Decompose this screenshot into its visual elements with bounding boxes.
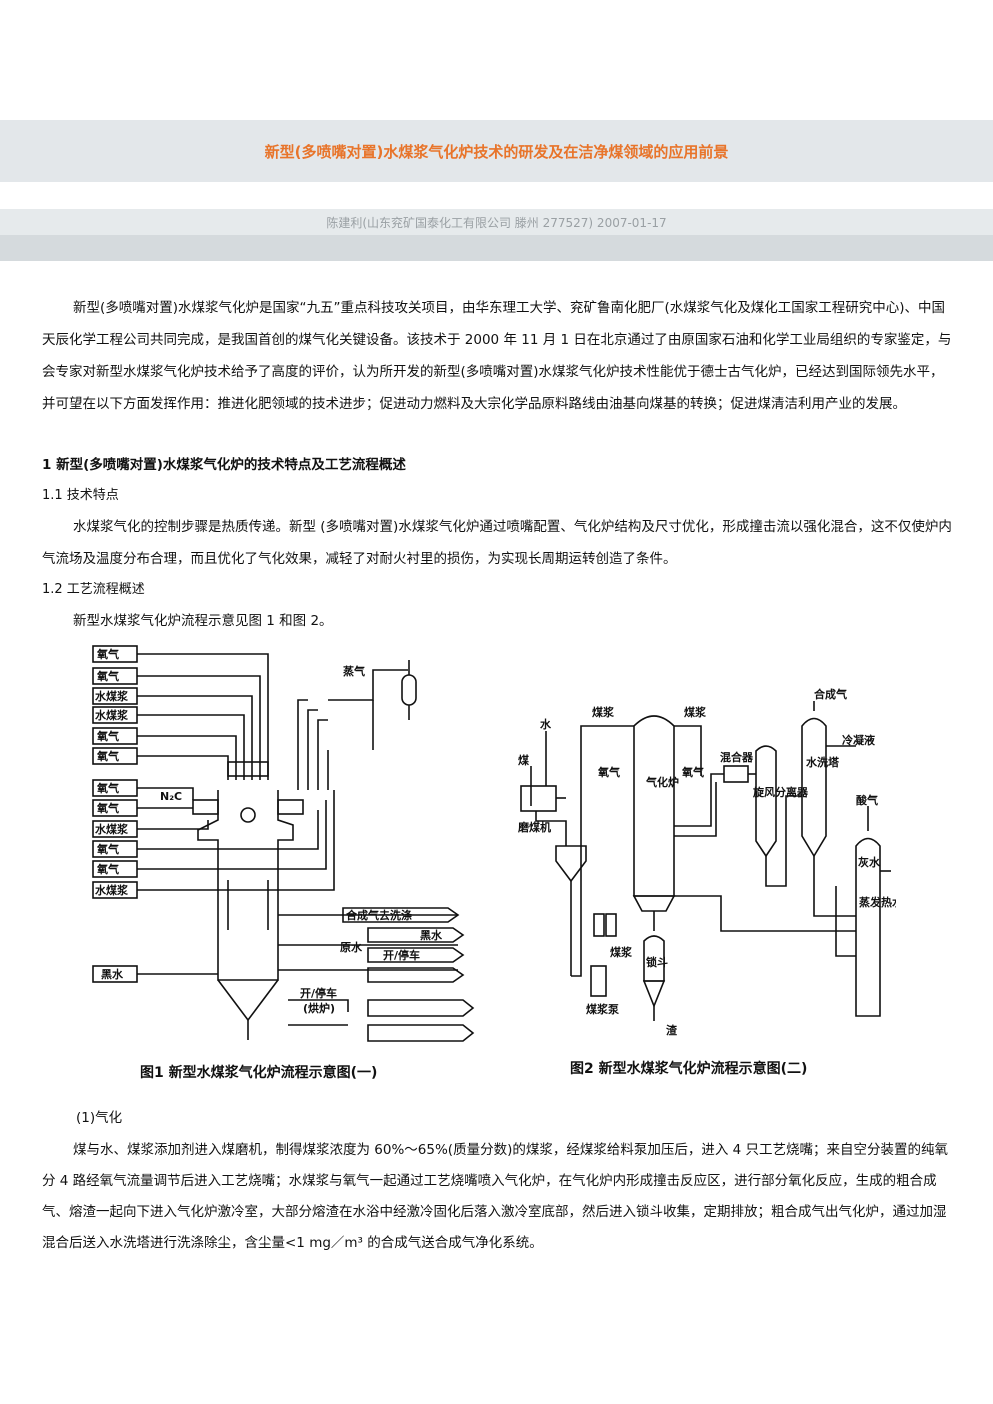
- fig2-slurry-pump-label: 煤浆泵: [586, 1002, 619, 1016]
- fig1-input-1: 氧气: [96, 647, 119, 661]
- paragraph-figure-ref: 新型水煤浆气化炉流程示意见图 1 和图 2。: [73, 613, 333, 629]
- section-heading-1: 1 新型(多喷嘴对置)水煤浆气化炉的技术特点及工艺流程概述: [42, 457, 406, 473]
- fig2-ash-water-label: 灰水: [858, 855, 881, 869]
- paragraph-intro: 新型(多喷嘴对置)水煤浆气化炉是国家“九五”重点科技攻关项目，由华东理工大学、兖…: [42, 300, 952, 412]
- figure-1-caption: 图1 新型水煤浆气化炉流程示意图(一): [140, 1065, 378, 1081]
- fig1-steam-label: 蒸气: [343, 664, 365, 678]
- meta-band-top: [0, 209, 993, 235]
- fig2-cyclone-label: 旋风分离器: [752, 785, 809, 799]
- figure-1-diagram: 氧气 氧气 水煤浆 水煤浆 氧气 氧气 氧气 氧气 水煤浆 氧气 氧气 水煤浆 …: [92, 645, 475, 1042]
- fig2-water-label: 水: [540, 717, 552, 731]
- fig2-mill-label: 磨煤机: [517, 820, 551, 834]
- fig1-input-5: 氧气: [96, 729, 119, 743]
- fig2-syngas-label: 合成气: [814, 687, 847, 701]
- fig2-evaporator-label: 蒸发热水塔: [859, 895, 896, 909]
- fig2-slurry-left-label: 煤浆: [592, 705, 615, 719]
- fig2-acid-gas-label: 酸气: [856, 793, 878, 807]
- fig1-input-8: 氧气: [96, 801, 119, 815]
- fig2-slag-label: 渣: [666, 1023, 678, 1037]
- subsection-gasification: (1)气化: [76, 1110, 123, 1126]
- fig1-bake-label: (烘炉): [303, 1001, 335, 1015]
- meta-band-bottom: [0, 235, 993, 261]
- fig2-gasifier-label: 气化炉: [645, 775, 679, 789]
- fig1-input-4: 水煤浆: [95, 708, 129, 722]
- figure-2-diagram: 水 煤 磨煤机 煤浆 煤浆 氧气 氧气 气化炉 混合器 旋风分离器 水洗塔 合成…: [517, 687, 896, 1037]
- section-heading-1-1: 1.1 技术特点: [42, 488, 119, 503]
- article-title: 新型(多喷嘴对置)水煤浆气化炉技术的研发及在洁净煤领域的应用前景: [264, 143, 729, 161]
- paragraph-gasification: 煤与水、煤浆添加剂进入煤磨机，制得煤浆浓度为 60%～65%(质量分数)的煤浆，…: [42, 1142, 949, 1251]
- fig1-black-water-in-label: 黑水: [101, 967, 124, 981]
- fig2-coal-label: 煤: [518, 753, 530, 767]
- fig1-input-2: 氧气: [96, 669, 119, 683]
- fig2-mixer-label: 混合器: [720, 750, 754, 764]
- fig2-condensate-label: 冷凝液: [842, 733, 876, 747]
- article-meta: 陈建利(山东兖矿国泰化工有限公司 滕州 277527) 2007-01-17: [326, 216, 667, 230]
- title-band: [0, 120, 993, 182]
- fig1-syngas-label: 合成气去洗涤: [346, 908, 412, 922]
- fig1-n2c-label: N₂C: [160, 790, 182, 803]
- fig1-input-12: 水煤浆: [95, 883, 129, 897]
- fig1-input-3: 水煤浆: [95, 689, 129, 703]
- fig1-input-10: 氧气: [96, 842, 119, 856]
- section-heading-1-2: 1.2 工艺流程概述: [42, 582, 145, 597]
- fig1-input-6: 氧气: [96, 749, 119, 763]
- fig2-oxygen-left-label: 氧气: [597, 765, 620, 779]
- figure-2-caption: 图2 新型水煤浆气化炉流程示意图(二): [570, 1061, 808, 1077]
- fig1-start-stop2-label: 开/停车: [300, 986, 337, 1000]
- fig1-raw-water-label: 原水: [340, 940, 363, 954]
- fig2-slurry-bottom-label: 煤浆: [610, 945, 633, 959]
- fig1-start-stop-label: 开/停车: [383, 948, 420, 962]
- fig2-scrubber-label: 水洗塔: [806, 755, 840, 769]
- fig2-oxygen-right-label: 氧气: [681, 765, 704, 779]
- fig1-input-9: 水煤浆: [95, 822, 129, 836]
- fig1-black-water-out-label: 黑水: [420, 928, 443, 942]
- fig2-slurry-right-label: 煤浆: [684, 705, 707, 719]
- fig1-input-7: 氧气: [96, 781, 119, 795]
- fig1-input-11: 氧气: [96, 862, 119, 876]
- fig2-lock-hopper-label: 锁斗: [646, 955, 668, 969]
- paragraph-features: 水煤浆气化的控制步骤是热质传递。新型 (多喷嘴对置)水煤浆气化炉通过喷嘴配置、气…: [42, 519, 952, 567]
